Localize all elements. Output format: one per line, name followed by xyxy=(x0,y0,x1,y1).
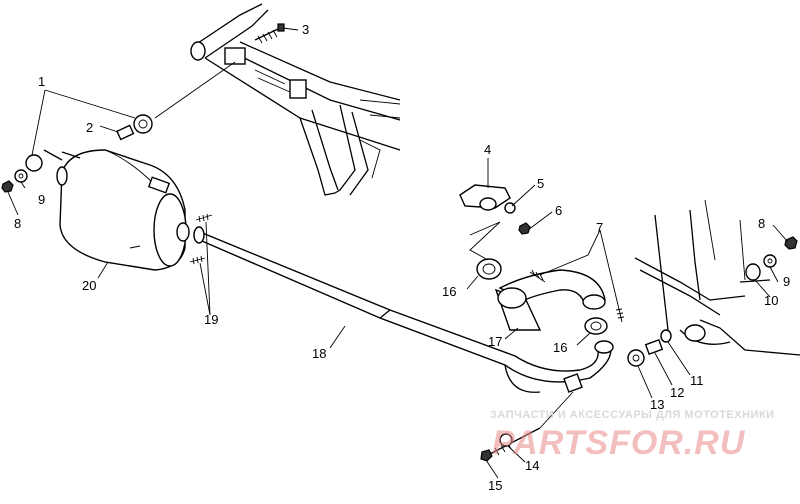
callout-12: 12 xyxy=(670,385,684,400)
callout-7: 7 xyxy=(596,220,603,235)
leader-lines xyxy=(7,27,789,479)
chassis-frame-rear xyxy=(190,3,401,196)
callout-1: 1 xyxy=(38,74,45,89)
callout-13: 13 xyxy=(650,397,664,412)
callout-16-left: 16 xyxy=(442,284,456,299)
watermark: ЗАПЧАСТИ И АКСЕССУАРЫ ДЛЯ МОТОТЕХНИКИ PA… xyxy=(490,409,775,462)
grommet-upper xyxy=(133,114,153,134)
bolt-top xyxy=(254,23,285,44)
muffler xyxy=(43,149,190,271)
callout-labels: 1 2 3 4 5 6 7 8 8 9 9 10 11 12 13 14 15 … xyxy=(14,22,790,493)
callout-5: 5 xyxy=(537,176,544,191)
callout-20: 20 xyxy=(82,278,96,293)
muffler-left-mount-hardware xyxy=(1,154,43,193)
callout-18: 18 xyxy=(312,346,326,361)
callout-4: 4 xyxy=(484,142,491,157)
flange-washer-nut xyxy=(504,202,531,235)
callout-8-left: 8 xyxy=(14,216,21,231)
muffler-spring xyxy=(189,213,213,265)
callout-17: 17 xyxy=(488,334,502,349)
callout-10: 10 xyxy=(764,293,778,308)
spacer xyxy=(116,124,135,141)
watermark-logo: PARTSFOR.RU xyxy=(492,424,746,462)
pipe-mount-hardware xyxy=(627,329,672,367)
callout-3: 3 xyxy=(302,22,309,37)
callout-9-right: 9 xyxy=(783,274,790,289)
callout-6: 6 xyxy=(555,203,562,218)
callout-2: 2 xyxy=(86,120,93,135)
exhaust-flange xyxy=(459,184,511,211)
exhaust-spring xyxy=(529,269,625,323)
callout-9-left: 9 xyxy=(38,192,45,207)
pipe-bracket-bolt xyxy=(480,427,541,462)
callout-16-right: 16 xyxy=(553,340,567,355)
chassis-frame-front xyxy=(634,199,800,356)
callout-19: 19 xyxy=(204,312,218,327)
front-pipe xyxy=(494,269,606,331)
watermark-caption: ЗАПЧАСТИ И АКСЕССУАРЫ ДЛЯ МОТОТЕХНИКИ xyxy=(490,409,775,421)
callout-15: 15 xyxy=(488,478,502,493)
callout-11: 11 xyxy=(690,373,704,388)
callout-8-right: 8 xyxy=(758,216,765,231)
callout-14: 14 xyxy=(525,458,539,473)
exhaust-seal xyxy=(476,258,608,335)
exhaust-pipe xyxy=(193,226,614,393)
